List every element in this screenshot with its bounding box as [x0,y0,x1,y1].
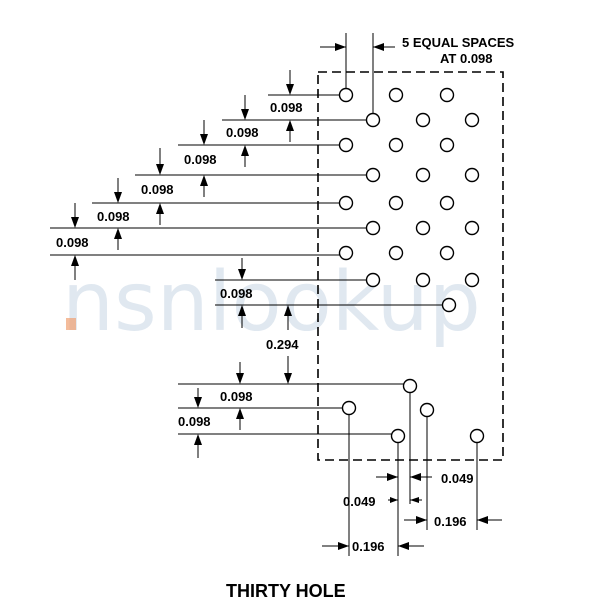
dim-horizontal-left: 0.196 [352,539,385,554]
top-spacing-dimension: 5 EQUAL SPACES AT 0.098 [320,33,515,117]
hole [464,272,480,288]
hole [338,87,354,103]
hole [441,297,457,313]
dim-horizontal-right: 0.196 [434,514,467,529]
hole [365,167,381,183]
hole [439,137,455,153]
dim-row-1: 0.098 [270,100,303,115]
hole [464,220,480,236]
dim-offset-left: 0.049 [343,494,376,509]
dim-lower-row-2: 0.098 [178,414,211,429]
upper-leader-lines [50,94,443,306]
hole [464,167,480,183]
hole [390,428,406,444]
hole [415,167,431,183]
hole-pattern [338,87,485,444]
hole [388,195,404,211]
bottom-dimension-arrows [322,473,502,550]
dim-lower-row-1: 0.098 [220,389,253,404]
dim-offset-right: 0.049 [441,471,474,486]
hole [388,87,404,103]
hole [365,272,381,288]
dim-row-2: 0.098 [226,125,259,140]
dim-row-4: 0.098 [141,182,174,197]
hole [439,245,455,261]
hole [341,400,357,416]
upper-row-dimension-arrows [71,70,294,384]
note-spacing-value: AT 0.098 [440,51,493,66]
hole [365,112,381,128]
hole [338,195,354,211]
dim-row-5: 0.098 [97,209,130,224]
hole [338,137,354,153]
hole [469,428,485,444]
drawing-title: THIRTY HOLE [226,581,346,600]
connector-outline [317,71,504,461]
watermark-dot [66,318,76,330]
note-equal-spaces: 5 EQUAL SPACES [402,35,515,50]
hole [439,195,455,211]
hole [388,137,404,153]
hole [388,245,404,261]
lower-leader-lines [178,383,404,435]
hole [415,220,431,236]
hole [365,220,381,236]
dim-row-7: 0.098 [220,286,253,301]
watermark-text: nsnlookup [62,255,481,350]
hole [419,402,435,418]
dim-row-6: 0.098 [56,235,89,250]
dim-row-3: 0.098 [184,152,217,167]
hole [439,87,455,103]
lower-row-dimension-arrows [194,362,244,458]
dim-gap-vertical: 0.294 [266,337,299,352]
bottom-extension-lines [348,392,478,556]
hole [338,245,354,261]
hole [402,378,418,394]
hole [464,112,480,128]
hole [415,112,431,128]
hole [415,272,431,288]
